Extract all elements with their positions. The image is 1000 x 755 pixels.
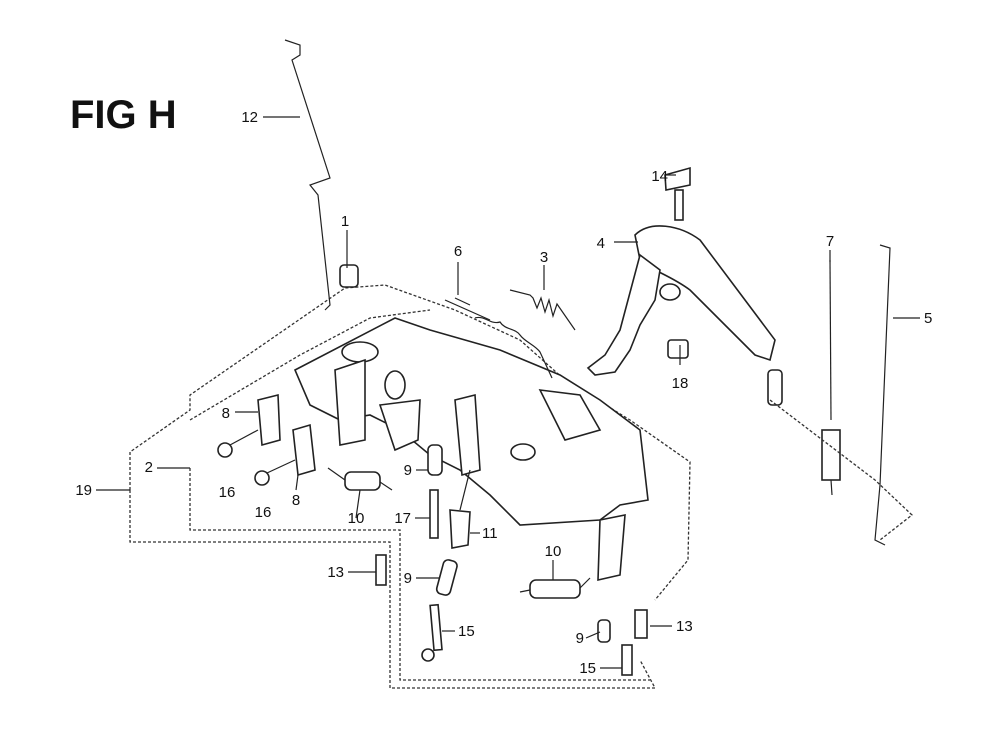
leader-dashes bbox=[769, 399, 913, 541]
figure-title: FIG H bbox=[70, 93, 177, 137]
callout-5: 5 bbox=[924, 310, 932, 327]
part-7-cable bbox=[821, 259, 841, 496]
part-15-bolt-a bbox=[421, 603, 443, 662]
part-16-screw-a bbox=[217, 429, 259, 458]
part-9-spring-c bbox=[597, 619, 611, 643]
part-13-bolt-b bbox=[634, 609, 648, 639]
callout-13a: 13 bbox=[327, 564, 344, 581]
callout-9c: 9 bbox=[576, 630, 584, 647]
callout-16a: 16 bbox=[219, 484, 236, 501]
callout-2: 2 bbox=[145, 459, 153, 476]
throttle-plate bbox=[293, 317, 649, 582]
group-outline-2 bbox=[189, 309, 650, 681]
callout-3: 3 bbox=[540, 249, 548, 266]
part-10-spring-b bbox=[519, 577, 591, 599]
callout-8b: 8 bbox=[292, 492, 300, 509]
callout-10a: 10 bbox=[348, 510, 365, 527]
part-9-spring-b bbox=[435, 559, 458, 596]
part-17-pin bbox=[429, 489, 439, 539]
part-1-clip bbox=[339, 264, 359, 288]
callout-9b: 9 bbox=[404, 570, 412, 587]
group-outline-19 bbox=[129, 284, 691, 689]
part-8-bracket-b bbox=[292, 423, 316, 477]
callout-15a: 15 bbox=[458, 623, 475, 640]
part-5-rod bbox=[874, 244, 891, 546]
callout-6: 6 bbox=[454, 243, 462, 260]
callout-13b: 13 bbox=[676, 618, 693, 635]
leader-lines bbox=[96, 116, 920, 669]
part-11-damper bbox=[449, 469, 471, 549]
callout-7: 7 bbox=[826, 233, 834, 250]
callout-19: 19 bbox=[75, 482, 92, 499]
callout-14: 14 bbox=[651, 168, 668, 185]
part-15-bolt-b bbox=[621, 644, 633, 676]
callout-labels: 1 2 3 4 5 6 7 8 8 9 9 9 10 10 11 12 13 1… bbox=[75, 109, 932, 677]
callout-16b: 16 bbox=[255, 504, 272, 521]
callout-17: 17 bbox=[394, 510, 411, 527]
part-9-spring-a bbox=[427, 444, 443, 476]
callout-8a: 8 bbox=[222, 405, 230, 422]
part-14-bolt bbox=[664, 166, 691, 221]
part-8-bracket-a bbox=[257, 393, 281, 447]
part-18-nut bbox=[667, 339, 689, 359]
part-4-lever bbox=[586, 225, 783, 406]
part-6-spring bbox=[444, 297, 553, 379]
part-10-spring-a bbox=[327, 467, 393, 491]
callout-12: 12 bbox=[241, 109, 258, 126]
callout-10b: 10 bbox=[545, 543, 562, 560]
part-16-screw-b bbox=[254, 459, 296, 486]
part-3-spring bbox=[509, 289, 576, 331]
callout-15b: 15 bbox=[579, 660, 596, 677]
callout-1: 1 bbox=[341, 213, 349, 230]
callout-18: 18 bbox=[672, 375, 689, 392]
part-13-bolt-a bbox=[375, 554, 387, 586]
callout-11: 11 bbox=[482, 525, 498, 542]
part-12-rod bbox=[284, 39, 331, 311]
callout-4: 4 bbox=[597, 235, 605, 252]
callout-9a: 9 bbox=[404, 462, 412, 479]
